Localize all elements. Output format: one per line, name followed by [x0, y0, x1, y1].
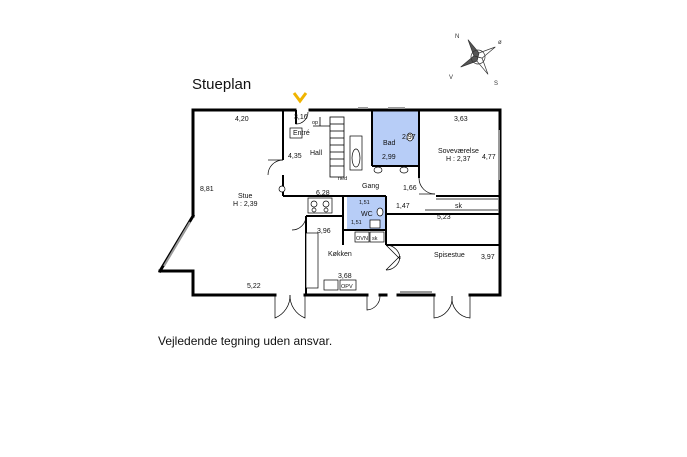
kokken-opv: OPV	[341, 284, 353, 290]
bad-sink-2	[399, 166, 409, 174]
closet-sk: sk	[455, 203, 463, 210]
stove-heater	[278, 185, 286, 193]
hall-depth: 4,35	[288, 153, 302, 160]
compass-n: N	[455, 34, 459, 40]
bad-sink-1	[373, 166, 383, 174]
bad-name: Bad	[383, 140, 396, 147]
entre-width: 3,16	[294, 114, 308, 121]
compass-s: S	[494, 81, 498, 87]
stue-name: Stue	[238, 193, 253, 200]
gang-top: 6,28	[316, 190, 330, 197]
fixtures	[278, 127, 498, 291]
wc-toilet	[376, 207, 384, 217]
sov-width: 3,63	[454, 116, 468, 123]
floor-title: Stueplan	[192, 76, 252, 93]
stue-width: 4,20	[235, 116, 249, 123]
sov-name: Soveværelse	[438, 148, 479, 155]
wc-width: 1,51	[359, 200, 370, 206]
bad-width: 2,97	[402, 134, 416, 141]
spisestue-name: Spisestue	[434, 252, 465, 259]
ovn-cabinet	[354, 231, 370, 243]
entry-marker	[292, 92, 308, 104]
sov-height: H : 2,37	[446, 156, 471, 163]
gang-width: 1,66	[403, 185, 417, 192]
kokken-name: Køkken	[328, 251, 352, 258]
compass-o: ø	[498, 40, 502, 46]
gang-name: Gang	[362, 183, 379, 190]
bad-depth: 2,99	[382, 154, 396, 161]
kokken-depth: 3,68	[338, 273, 352, 280]
bathtub	[349, 135, 363, 171]
entre-closet	[289, 127, 303, 139]
wc-name: WC	[361, 211, 373, 218]
room-labels: 4,20 8,81 Stue H : 2,39 5,22 3,16 op Ent…	[200, 114, 496, 290]
wc-depth: 1,51	[351, 220, 362, 226]
staircase	[313, 116, 345, 178]
gang-ned: ned	[338, 176, 347, 182]
kokken-ovn: OVN	[356, 236, 368, 242]
disclaimer: Vejledende tegning uden ansvar.	[158, 334, 333, 348]
spisestue-width: 5,23	[437, 214, 451, 221]
entre-op: op	[312, 120, 318, 126]
gang-depth: 1,47	[396, 203, 410, 210]
door-swings	[267, 110, 471, 319]
kokken-width: 3,96	[317, 228, 331, 235]
spisestue-depth: 3,97	[481, 254, 495, 261]
stove	[307, 197, 333, 214]
stue-height: H : 2,39	[233, 201, 258, 208]
windows	[163, 107, 500, 293]
bad-toilet	[406, 132, 414, 142]
kokken-sk: sk	[372, 236, 378, 242]
compass: N ø V S	[449, 34, 502, 87]
sov-depth: 4,77	[482, 154, 496, 161]
kitchen-counter	[305, 232, 319, 289]
hall-name: Hall	[310, 150, 323, 157]
interior-walls	[282, 110, 500, 295]
stue-bottom: 5,22	[247, 283, 261, 290]
kitchen-sink	[323, 279, 339, 291]
sk-cabinet	[369, 231, 385, 243]
entre-name: Entré	[293, 130, 310, 137]
wc-sink	[369, 219, 381, 229]
compass-v: V	[449, 75, 453, 81]
opv-cabinet	[339, 279, 357, 291]
stue-depth: 8,81	[200, 186, 214, 193]
